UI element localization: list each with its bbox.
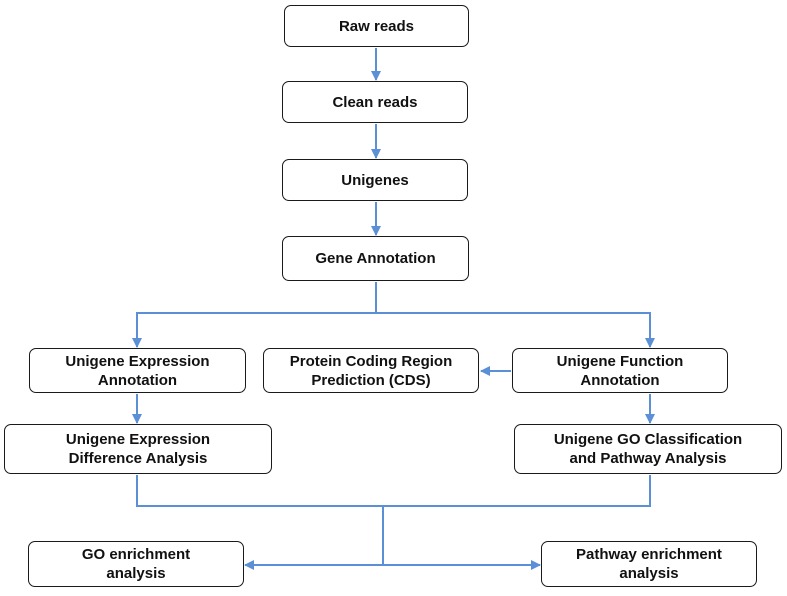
unigene-expression-annotation-label-line-1: Unigene Expression xyxy=(65,352,210,370)
go-enrichment-analysis-label-line-2: analysis xyxy=(106,565,166,582)
raw-reads-label-line-1: Raw reads xyxy=(338,17,415,35)
gene-annotation-label-line-1: Gene Annotation xyxy=(315,250,436,267)
pathway-enrichment-analysis-box: Pathway enrichment analysis xyxy=(541,541,757,587)
unigene-expression-annotation-label-line-2: Annotation xyxy=(97,371,178,389)
unigene-function-annotation-label-line-2: Annotation xyxy=(580,371,660,389)
connector-5 xyxy=(376,312,655,348)
connector-4 xyxy=(132,282,377,348)
protein-coding-region-prediction-label-line-1: Protein Coding Region xyxy=(289,352,453,370)
unigenes-box: Unigenes xyxy=(282,159,468,201)
go-enrichment-analysis-box: GO enrichment analysis xyxy=(28,541,244,587)
unigene-expression-difference-analysis-label-line-1: Unigene Expression xyxy=(65,431,211,448)
go-enrichment-analysis-label-line-1: GO enrichment xyxy=(81,546,191,563)
clean-reads-box: Clean reads xyxy=(282,81,468,123)
unigene-go-classification-label-line-2: and Pathway Analysis xyxy=(569,450,727,467)
raw-reads-box: Raw reads xyxy=(284,5,469,47)
pathway-enrichment-analysis-label-line-2: analysis xyxy=(619,565,679,582)
unigene-go-classification-label-line-1: Unigene GO Classification xyxy=(553,431,743,448)
unigene-go-classification-box: Unigene GO Classification and Pathway Ana… xyxy=(514,424,782,474)
protein-coding-region-prediction-label-line-2: Prediction (CDS) xyxy=(311,371,431,389)
connector-9 xyxy=(136,475,651,507)
gene-annotation-box: Gene Annotation xyxy=(282,236,469,281)
unigenes-label-line-1: Unigenes xyxy=(341,171,409,189)
unigene-expression-difference-analysis-label-line-2: Difference Analysis xyxy=(68,450,208,467)
unigene-function-annotation-label-line-1: Unigene Function xyxy=(556,352,684,370)
pathway-enrichment-analysis-label-line-1: Pathway enrichment xyxy=(576,546,722,563)
clean-reads-label-line-1: Clean reads xyxy=(332,93,418,111)
